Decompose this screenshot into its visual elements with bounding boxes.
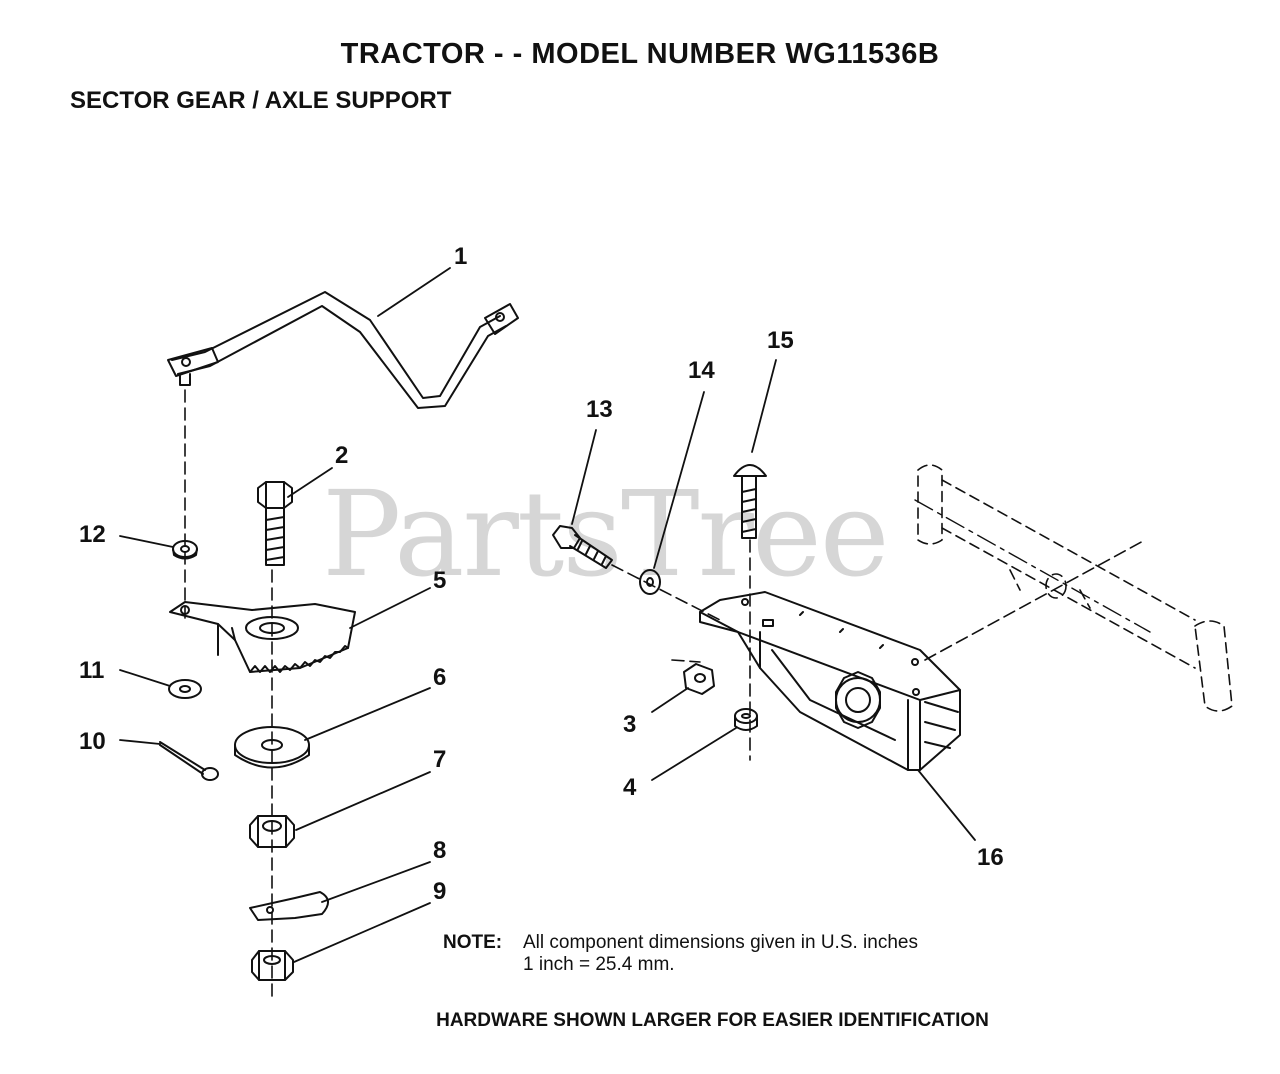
sector-gear-part[interactable]	[169, 601, 356, 673]
callout-16: 16	[977, 844, 1004, 871]
callout-7: 7	[433, 746, 447, 773]
callout-8: 8	[433, 837, 447, 864]
callout-10: 10	[79, 728, 106, 755]
axle-support-part[interactable]	[699, 591, 961, 771]
callout-4: 4	[623, 774, 637, 801]
axle-bolt-part[interactable]	[733, 464, 767, 539]
diagram-subtitle: SECTOR GEAR / AXLE SUPPORT	[70, 87, 452, 114]
right-centerlines	[611, 539, 1146, 761]
callout-14: 14	[688, 357, 715, 384]
callout-15: 15	[767, 327, 794, 354]
washer-part[interactable]	[168, 679, 202, 699]
leader-lines	[119, 267, 976, 963]
front-axle-part[interactable]	[917, 464, 1233, 712]
watermark-text: PartsTree	[322, 465, 890, 603]
callout-6: 6	[433, 664, 447, 691]
callout-1: 1	[454, 243, 468, 270]
lock-washer-part[interactable]	[639, 569, 661, 595]
callout-5: 5	[433, 567, 447, 594]
callout-12: 12	[79, 521, 106, 548]
callout-11: 11	[79, 657, 105, 684]
spacer-nut-part[interactable]	[683, 663, 715, 695]
clip-part[interactable]	[249, 891, 329, 921]
jam-nut-part[interactable]	[251, 950, 294, 981]
callout-3: 3	[623, 711, 637, 738]
carriage-bolt-part[interactable]	[552, 525, 613, 569]
callout-2: 2	[335, 442, 349, 469]
axle-centerline	[914, 499, 1151, 633]
dimension-note: NOTE: All component dimensions given in U…	[443, 932, 918, 976]
callout-13: 13	[586, 396, 613, 423]
hardware-footer-note: HARDWARE SHOWN LARGER FOR EASIER IDENTIF…	[436, 1010, 989, 1031]
drag-link-part[interactable]	[167, 291, 519, 409]
diagram-title: TRACTOR - - MODEL NUMBER WG11536B	[340, 38, 940, 70]
cotter-pin-part[interactable]	[159, 741, 219, 781]
hex-bolt-part[interactable]	[257, 481, 293, 566]
note-line-2: 1 inch = 25.4 mm.	[523, 954, 675, 975]
note-label: NOTE:	[443, 932, 503, 953]
callout-9: 9	[433, 878, 447, 905]
note-line-1: All component dimensions given in U.S. i…	[523, 932, 918, 953]
flange-locknut-part[interactable]	[734, 708, 758, 731]
hex-nut-part[interactable]	[249, 815, 295, 848]
left-centerline	[184, 389, 273, 999]
